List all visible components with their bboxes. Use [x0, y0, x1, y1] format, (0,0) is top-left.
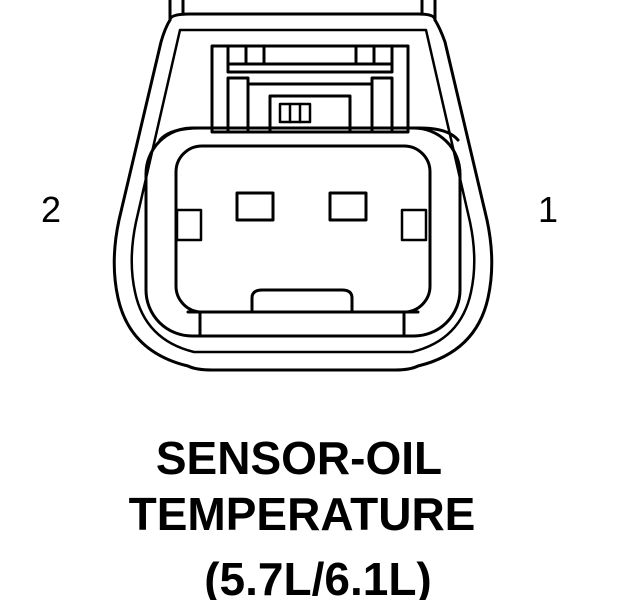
- terminal-pin-1: [328, 191, 368, 222]
- caption-line-2: TEMPERATURE: [129, 488, 476, 540]
- connector-housing-outer: [112, 12, 494, 372]
- side-notches: [175, 208, 428, 242]
- caption-line-3: (5.7L/6.1L): [204, 553, 432, 600]
- connector-housing-inner: [130, 28, 476, 354]
- terminal-cavity-outer: [144, 126, 462, 338]
- terminal-cavity-inner: [174, 144, 432, 314]
- shroud-arc: [158, 126, 460, 142]
- pin-2-label: 2: [41, 189, 61, 230]
- pin-1-label: 1: [538, 189, 558, 230]
- latch-rails: [168, 0, 437, 22]
- polarization-key: [250, 288, 354, 314]
- caption-line-1: SENSOR-OIL: [156, 432, 442, 484]
- terminal-pin-2: [235, 191, 275, 222]
- cavity-bottom-lines: [186, 310, 420, 338]
- locking-tab: [210, 44, 410, 134]
